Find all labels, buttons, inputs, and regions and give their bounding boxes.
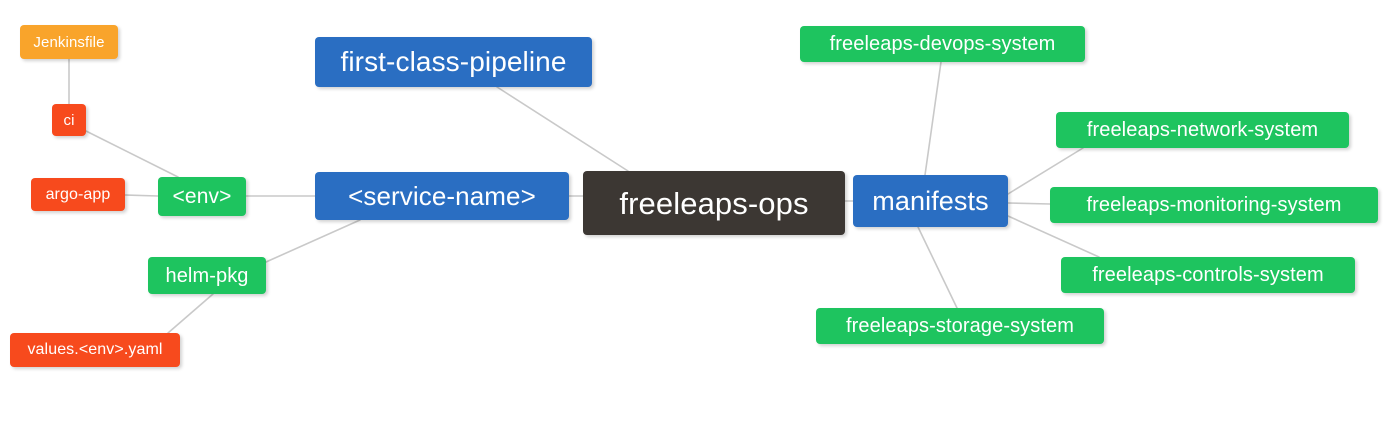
node-label-env: <env> [172, 185, 232, 208]
node-first-class-pipeline[interactable]: first-class-pipeline [315, 37, 592, 87]
node-label-values-env-yaml: values.<env>.yaml [27, 341, 163, 358]
edge-manifests-to-freeleaps-monitoring-system [1007, 202, 1051, 205]
edge-argo-app-to-env [124, 194, 159, 197]
edge-manifests-to-freeleaps-devops-system [924, 61, 942, 176]
node-label-helm-pkg: helm-pkg [165, 264, 249, 287]
node-freeleaps-monitoring-system[interactable]: freeleaps-monitoring-system [1050, 187, 1378, 223]
node-label-freeleaps-monitoring-system: freeleaps-monitoring-system [1086, 194, 1342, 216]
node-label-ci: ci [63, 111, 75, 129]
node-label-freeleaps-network-system: freeleaps-network-system [1086, 119, 1319, 141]
node-label-service-name: <service-name> [348, 181, 536, 211]
edge-ci-to-env [85, 130, 179, 178]
node-freeleaps-network-system[interactable]: freeleaps-network-system [1056, 112, 1349, 148]
node-ci[interactable]: ci [52, 104, 86, 136]
node-service-name[interactable]: <service-name> [315, 172, 569, 220]
node-freeleaps-controls-system[interactable]: freeleaps-controls-system [1061, 257, 1355, 293]
node-helm-pkg[interactable]: helm-pkg [148, 257, 266, 294]
node-env[interactable]: <env> [158, 177, 246, 216]
edge-helm-pkg-to-service-name [265, 219, 361, 263]
node-label-first-class-pipeline: first-class-pipeline [340, 46, 567, 77]
edge-values-env-yaml-to-helm-pkg [167, 293, 214, 334]
node-values-env-yaml[interactable]: values.<env>.yaml [10, 333, 180, 367]
node-label-manifests: manifests [872, 185, 989, 216]
node-jenkinsfile[interactable]: Jenkinsfile [20, 25, 118, 59]
edge-first-class-pipeline-to-freeleaps-ops [496, 86, 629, 172]
node-label-freeleaps-ops: freeleaps-ops [619, 185, 809, 221]
node-argo-app[interactable]: argo-app [31, 178, 125, 211]
node-freeleaps-devops-system[interactable]: freeleaps-devops-system [800, 26, 1085, 62]
node-freeleaps-ops[interactable]: freeleaps-ops [583, 171, 845, 235]
node-label-freeleaps-controls-system: freeleaps-controls-system [1092, 264, 1324, 286]
node-label-freeleaps-storage-system: freeleaps-storage-system [845, 315, 1075, 337]
edge-manifests-to-freeleaps-storage-system [917, 226, 958, 309]
node-label-argo-app: argo-app [45, 185, 111, 203]
node-label-jenkinsfile: Jenkinsfile [33, 33, 105, 51]
node-manifests[interactable]: manifests [853, 175, 1008, 227]
node-freeleaps-storage-system[interactable]: freeleaps-storage-system [816, 308, 1104, 344]
node-label-freeleaps-devops-system: freeleaps-devops-system [829, 33, 1056, 55]
